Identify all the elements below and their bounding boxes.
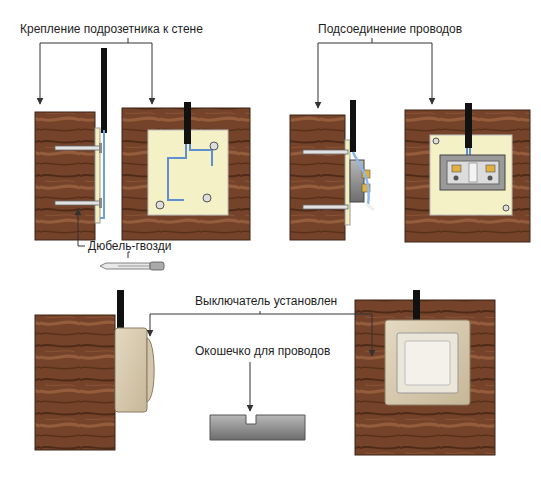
wall-side-view-2 [290,100,374,240]
drawing-part [150,314,151,336]
drawing-part [318,43,432,44]
wall-side-view-1 [35,48,107,240]
drawing-part [40,43,41,104]
drawing-part [350,100,356,152]
drawing-part [184,102,191,144]
drawing-part [99,143,102,153]
drawing-part [250,362,251,411]
drawing-part [168,144,186,200]
drawing-part [150,262,164,270]
step-caption: Крепление подрозетника к стене [20,22,203,36]
drawing-part [432,43,433,104]
drawing-part [397,333,458,393]
drawing-part [503,205,509,211]
drawing-part [156,201,164,209]
drawing-part [203,194,211,202]
dowel-nail [100,262,164,270]
drawing-part [452,165,461,172]
drawing-part [210,142,218,150]
drawing-part [78,209,85,246]
part-label: Дюбель-гвозди [88,239,172,253]
drawing-part [210,415,305,440]
drawing-part [117,290,124,330]
drawing-part [454,176,459,181]
drawing-part [465,103,472,148]
drawing-part [447,161,499,184]
wall-front-view-1 [122,102,250,240]
drawing-part [303,205,348,209]
drawing-part [353,152,369,205]
drawing-part [469,163,477,182]
leader-lines [40,38,432,411]
drawing-part [440,155,505,190]
drawing-part [405,341,450,385]
drawing-part [486,165,495,172]
drawing-part [128,38,129,43]
drawing-part [55,146,100,150]
drawing-part [355,300,495,455]
wall-side-view-3 [35,290,154,450]
drawing-part [372,314,373,356]
drawing-part [35,112,95,240]
wall-front-view-2 [405,103,530,242]
drawing-part [290,115,345,240]
drawing-part [40,43,152,44]
step-caption: Подсоединение проводов [318,22,462,36]
drawing-part [115,328,147,412]
drawing-part [100,263,150,269]
cover-frame-piece [210,415,305,440]
drawing-part [190,144,212,166]
drawing-part [303,150,348,154]
drawing-part [150,314,372,315]
part-label: Окошечко для проводов [195,344,330,358]
drawing-part [318,43,319,108]
drawing-part [99,198,102,208]
drawing-part [372,38,373,43]
drawing-part [152,43,153,104]
drawing-part [118,266,150,267]
drawing-part [433,138,439,144]
drawing-part [35,315,115,450]
wall-front-view-3 [355,290,495,455]
drawing-part [385,320,470,405]
drawing-part [55,201,100,205]
drawing-part [488,176,493,181]
drawing-part [101,48,107,133]
drawing-part [95,128,100,223]
drawing-part [260,311,261,314]
drawing-part [366,204,374,210]
step-caption: Выключатель установлен [195,294,337,308]
drawing-part [147,338,154,402]
